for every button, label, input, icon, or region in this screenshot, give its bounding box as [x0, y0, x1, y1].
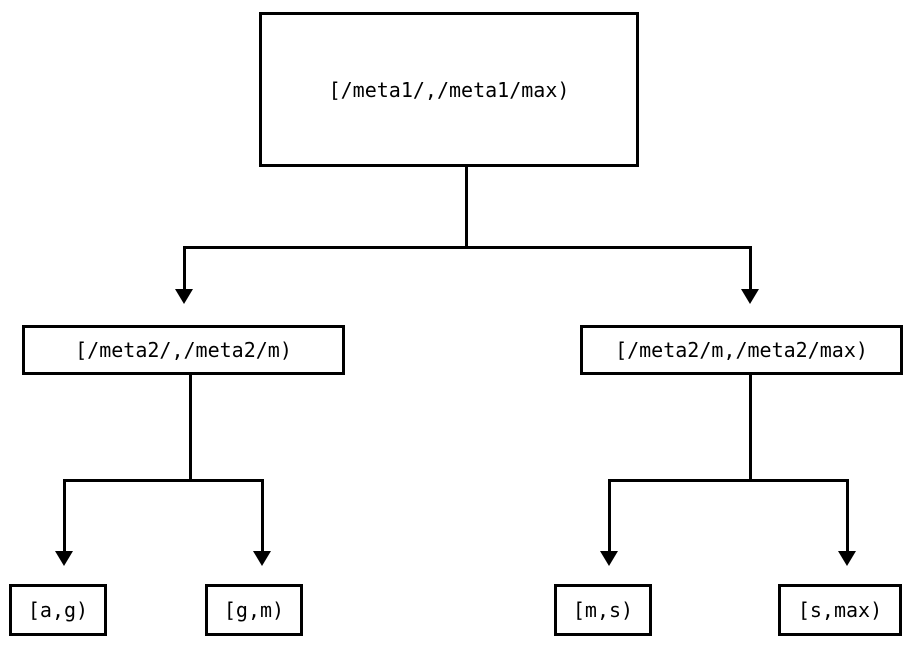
edge-mid-left-stem [189, 375, 192, 482]
arrowhead-mid-left-to-leaf-ag-icon [55, 551, 73, 566]
tree-node-leaf-ag[interactable]: [a,g) [9, 584, 107, 636]
tree-node-mid-left-label: [/meta2/,/meta2/m) [75, 338, 292, 362]
tree-node-root[interactable]: [/meta1/,/meta1/max) [259, 12, 639, 167]
tree-node-leaf-gm-label: [g,m) [223, 598, 285, 622]
tree-node-mid-right-label: [/meta2/m,/meta2/max) [615, 338, 868, 362]
edge-mid-right-stem [749, 375, 752, 482]
edge-root-stem [465, 167, 468, 249]
tree-node-leaf-ms-label: [m,s) [572, 598, 634, 622]
tree-node-leaf-smax-label: [s,max) [797, 598, 883, 622]
tree-node-leaf-ag-label: [a,g) [27, 598, 89, 622]
edge-mid-left-to-leaf-ag-drop [63, 479, 66, 552]
edge-mid-right-to-leaf-smax-drop [846, 479, 849, 552]
edge-mid-left-bus [63, 479, 264, 482]
arrowhead-mid-right-to-leaf-ms-icon [600, 551, 618, 566]
tree-node-leaf-ms[interactable]: [m,s) [554, 584, 652, 636]
tree-node-root-label: [/meta1/,/meta1/max) [328, 77, 570, 102]
edge-mid-left-to-leaf-gm-drop [261, 479, 264, 552]
tree-node-leaf-gm[interactable]: [g,m) [205, 584, 303, 636]
tree-node-mid-left[interactable]: [/meta2/,/meta2/m) [22, 325, 345, 375]
edge-root-to-mid-left-drop [183, 246, 186, 290]
arrowhead-root-to-mid-left-icon [175, 289, 193, 304]
tree-node-leaf-smax[interactable]: [s,max) [778, 584, 902, 636]
arrowhead-mid-left-to-leaf-gm-icon [253, 551, 271, 566]
edge-root-to-mid-right-drop [749, 246, 752, 290]
edge-mid-right-bus [608, 479, 849, 482]
edge-mid-right-to-leaf-ms-drop [608, 479, 611, 552]
arrowhead-root-to-mid-right-icon [741, 289, 759, 304]
edge-root-bus [183, 246, 752, 249]
tree-node-mid-right[interactable]: [/meta2/m,/meta2/max) [580, 325, 903, 375]
arrowhead-mid-right-to-leaf-smax-icon [838, 551, 856, 566]
